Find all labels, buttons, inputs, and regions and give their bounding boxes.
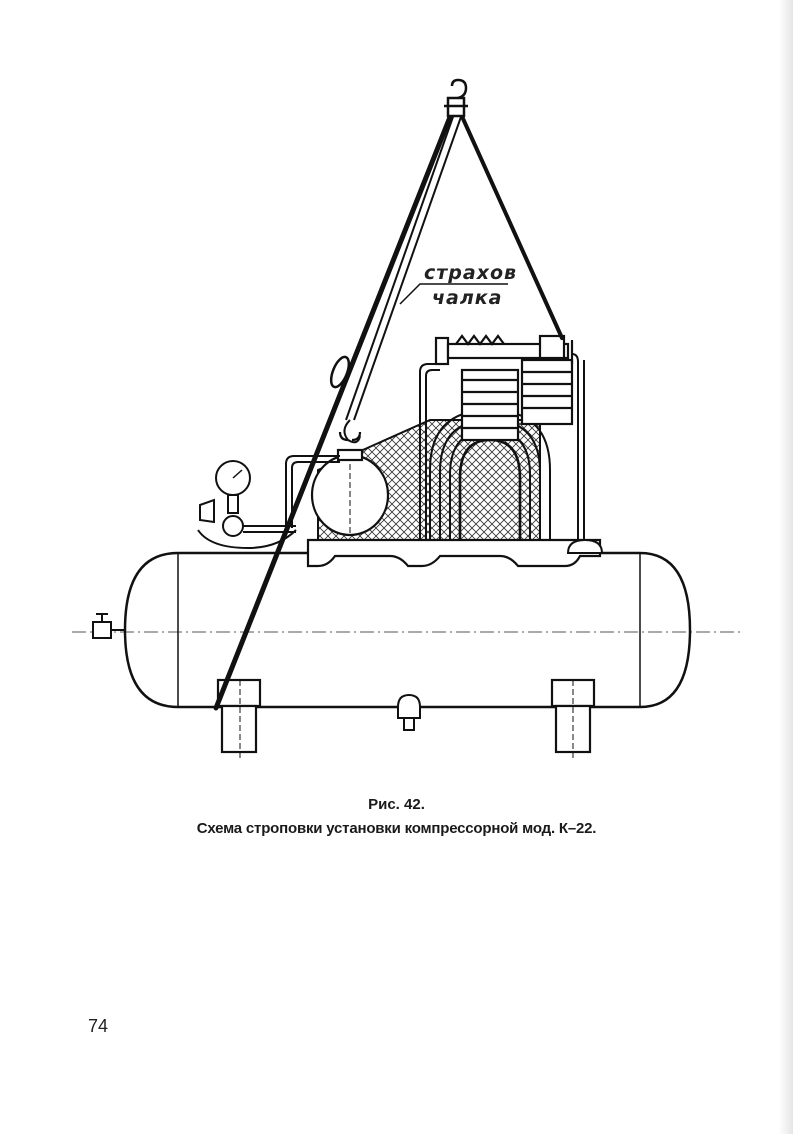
safety-valve bbox=[566, 538, 604, 554]
compressor-slinging-diagram: страхов чалка bbox=[72, 78, 740, 760]
safety-sling-label-line2: чалка bbox=[432, 287, 503, 309]
drain-valve bbox=[92, 613, 125, 639]
figure-caption: Схема строповки установки компрессорной … bbox=[196, 820, 597, 837]
support-foot-right bbox=[550, 678, 596, 760]
main-sling bbox=[213, 109, 564, 711]
safety-sling bbox=[343, 113, 463, 444]
crane-hook bbox=[444, 78, 468, 118]
bottom-fitting bbox=[397, 693, 421, 731]
cylinder-block bbox=[460, 358, 574, 442]
sling-shackle bbox=[329, 355, 351, 389]
page-number: 74 bbox=[88, 1016, 109, 1036]
label-leader-line bbox=[399, 283, 508, 305]
receiver-tank bbox=[123, 551, 692, 709]
compressor-base bbox=[306, 538, 602, 568]
figure-number: Рис. 42. bbox=[368, 796, 425, 813]
discharge-piping bbox=[285, 353, 585, 540]
compressor-head bbox=[434, 334, 574, 366]
safety-sling-label-line1: страхов bbox=[424, 262, 517, 284]
page-edge-shadow bbox=[779, 0, 793, 1134]
support-foot-left bbox=[216, 678, 262, 760]
pressure-gauge-assembly bbox=[197, 460, 297, 550]
